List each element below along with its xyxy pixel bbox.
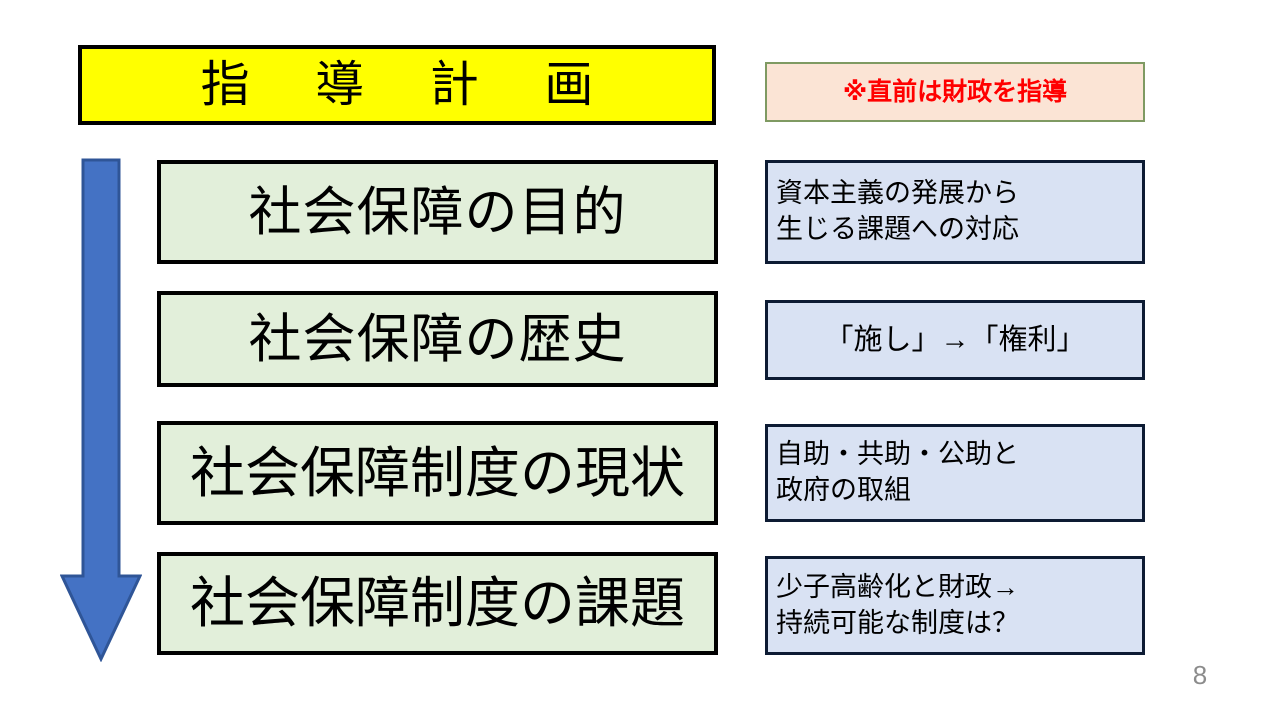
page-number: 8 [1192, 660, 1208, 690]
detail-line-4b: 持続可能な制度は？ [776, 607, 1019, 638]
topic-label-3: 社会保障制度の現状 [189, 441, 685, 504]
detail-line-1b: 生じる課題への対応 [776, 214, 1019, 244]
topic-box-4: 社会保障制度の課題 [157, 552, 718, 655]
detail-box-4: 少子高齢化と財政→ 持続可能な制度は？ [765, 556, 1145, 655]
detail-box-1: 資本主義の発展から 生じる課題への対応 [765, 160, 1145, 264]
detail-line-2a: 「施し」→「権利」 [824, 323, 1086, 356]
topic-label-1: 社会保障の目的 [248, 182, 627, 242]
slide-title-box: 指 導 計 画 [78, 45, 716, 125]
page-title: 指 導 計 画 [200, 57, 620, 112]
topic-label-2: 社会保障の歴史 [248, 309, 627, 369]
down-arrow-icon [59, 158, 143, 663]
detail-line-3b: 政府の取組 [776, 475, 911, 505]
detail-line-4a: 少子高齢化と財政→ [776, 571, 1019, 602]
topic-box-2: 社会保障の歴史 [157, 291, 718, 387]
note-text: ※直前は財政を指導 [842, 77, 1068, 106]
detail-line-1a: 資本主義の発展から [776, 178, 1019, 209]
topic-box-1: 社会保障の目的 [157, 160, 718, 264]
topic-label-4: 社会保障制度の課題 [189, 572, 685, 634]
detail-box-2: 「施し」→「権利」 [765, 300, 1145, 380]
topic-box-3: 社会保障制度の現状 [157, 421, 718, 525]
note-box: ※直前は財政を指導 [765, 62, 1145, 122]
detail-line-3a: 自助・共助・公助と [776, 439, 1019, 470]
detail-box-3: 自助・共助・公助と 政府の取組 [765, 424, 1145, 522]
